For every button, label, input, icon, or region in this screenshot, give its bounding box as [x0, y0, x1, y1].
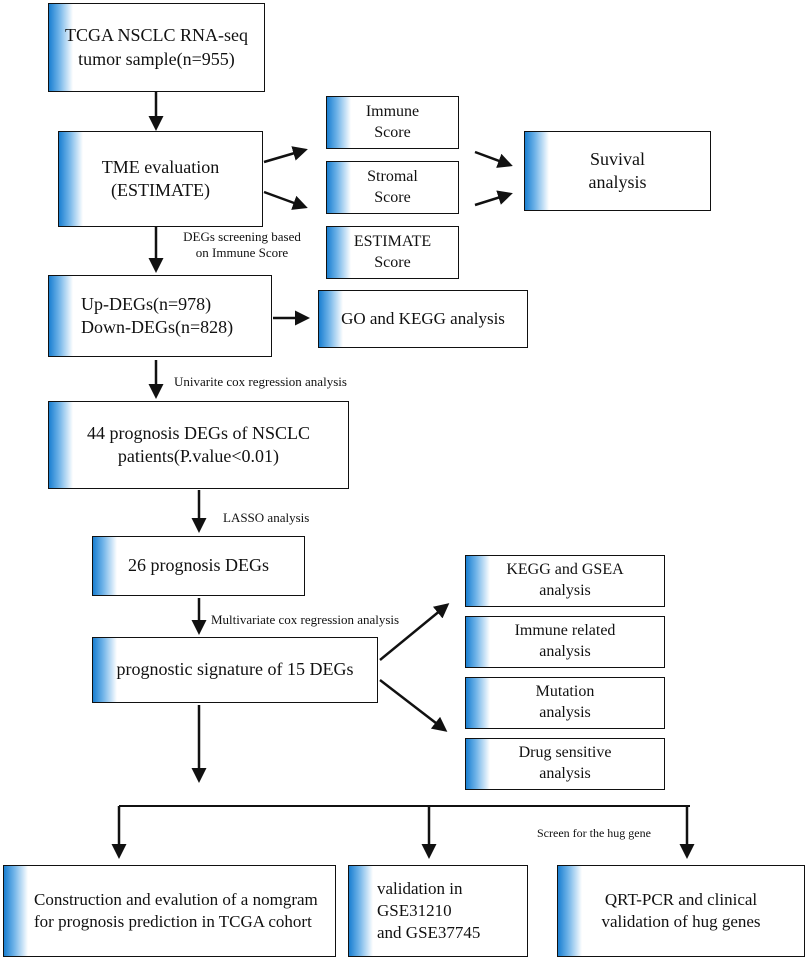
box-immune-related-analysis-text: Immune related analysis: [514, 622, 616, 660]
box-drug-sensitive-analysis: Drug sensitive analysis: [465, 738, 665, 790]
box-44-prognosis-degs-text: 44 prognosis DEGs of NSCLC patients(P.va…: [86, 422, 310, 466]
box-mutation-analysis: Mutation analysis: [465, 677, 665, 729]
box-prognostic-signature-text: prognostic signature of 15 DEGs: [116, 659, 354, 680]
box-survival-analysis: Suvival analysis: [524, 131, 711, 211]
box-estimate-score-text: ESTIMATE Score: [353, 232, 432, 271]
box-44-prognosis-degs: 44 prognosis DEGs of NSCLC patients(P.va…: [48, 401, 349, 489]
box-tme-evaluation-text: TME evaluation (ESTIMATE): [101, 156, 220, 200]
box-up-down-degs: Up-DEGs(n=978) Down-DEGs(n=828): [48, 275, 272, 357]
box-26-prognosis-degs-text: 26 prognosis DEGs: [127, 555, 269, 576]
box-qrt-pcr-validation-text: QRT-PCR and clinical validation of hug g…: [601, 889, 761, 931]
box-mutation-analysis-text: Mutation analysis: [535, 683, 595, 721]
box-immune-score: Immune Score: [326, 96, 459, 149]
box-kegg-gsea-analysis-text: KEGG and GSEA analysis: [506, 561, 624, 599]
box-tcga-samples-text: TCGA NSCLC RNA-seq tumor sample(n=955): [64, 25, 248, 69]
box-nomogram-text: Construction and evalution of a nomgram …: [34, 889, 318, 931]
arrow-immune-to-survival: [474, 150, 513, 168]
box-26-prognosis-degs: 26 prognosis DEGs: [92, 536, 305, 596]
arrow-signature-to-drug: [379, 679, 448, 732]
box-immune-related-analysis: Immune related analysis: [465, 616, 665, 668]
box-tme-evaluation: TME evaluation (ESTIMATE): [58, 131, 263, 227]
box-stromal-score-text: Stromal Score: [367, 167, 418, 206]
box-tcga-samples: TCGA NSCLC RNA-seq tumor sample(n=955): [48, 3, 265, 92]
box-stromal-score: Stromal Score: [326, 161, 459, 214]
label-univariate-cox: Univarite cox regression analysis: [174, 374, 347, 389]
box-estimate-score: ESTIMATE Score: [326, 226, 459, 279]
box-validation-gse: validation in GSE31210 and GSE37745: [348, 865, 528, 957]
box-prognostic-signature: prognostic signature of 15 DEGs: [92, 637, 378, 703]
box-go-kegg-analysis-text: GO and KEGG analysis: [341, 308, 505, 328]
arrow-stromal-to-survival: [474, 190, 513, 207]
box-go-kegg-analysis: GO and KEGG analysis: [318, 290, 528, 348]
box-immune-score-text: Immune Score: [365, 102, 420, 141]
box-kegg-gsea-analysis: KEGG and GSEA analysis: [465, 555, 665, 607]
label-lasso-analysis: LASSO analysis: [223, 510, 310, 525]
label-multivariate-cox: Multivariate cox regression analysis: [211, 612, 400, 627]
box-drug-sensitive-analysis-text: Drug sensitive analysis: [518, 744, 612, 782]
label-degs-screening: DEGs screening based on Immune Score: [183, 229, 301, 260]
box-up-down-degs-text: Up-DEGs(n=978) Down-DEGs(n=828): [81, 293, 234, 337]
box-validation-gse-text: validation in GSE31210 and GSE37745: [377, 878, 481, 943]
arrow-tme-to-immune: [263, 146, 308, 164]
box-survival-analysis-text: Suvival analysis: [588, 148, 647, 192]
box-qrt-pcr-validation: QRT-PCR and clinical validation of hug g…: [557, 865, 805, 957]
arrow-tme-to-stromal: [263, 190, 308, 210]
label-screen-hug-gene: Screen for the hug gene: [537, 826, 651, 840]
box-nomogram: Construction and evalution of a nomgram …: [3, 865, 336, 957]
arrow-signature-to-kegg-gsea: [379, 603, 450, 661]
